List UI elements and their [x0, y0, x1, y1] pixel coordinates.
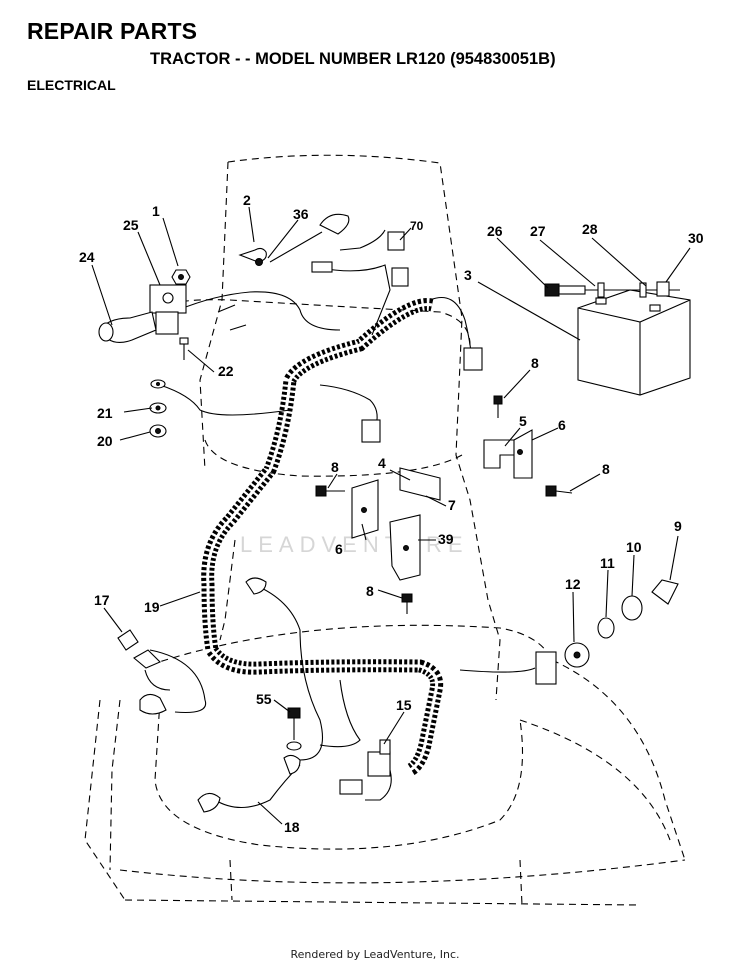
callout-70: 70	[410, 219, 424, 233]
callout-22: 22	[218, 363, 234, 379]
model-subtitle: TRACTOR - - MODEL NUMBER LR120 (95483005…	[150, 50, 556, 68]
callout-24: 24	[79, 249, 95, 265]
terminals-lower	[117, 577, 301, 813]
callout-20: 20	[97, 433, 113, 449]
washer-parts	[149, 379, 167, 438]
bolt-part-22	[179, 337, 189, 360]
brackets-5-6	[483, 429, 533, 479]
callout-36: 36	[293, 206, 309, 222]
watermark-text: LEADVENTURE	[240, 532, 469, 557]
connector-70	[311, 231, 409, 287]
section-label: ELECTRICAL	[27, 77, 116, 93]
callout-5: 5	[519, 413, 527, 429]
callout-6-b: 6	[335, 541, 343, 557]
ignition-switch-parts	[535, 579, 679, 685]
callout-25: 25	[123, 217, 139, 233]
harness-wires	[144, 229, 536, 809]
screws-8	[315, 395, 573, 614]
callout-15: 15	[396, 697, 412, 713]
switch-brackets-4-7-39	[351, 467, 441, 581]
boot-cover	[98, 311, 157, 343]
callout-55: 55	[256, 691, 272, 707]
callout-10: 10	[626, 539, 642, 555]
footer-credit: Rendered by LeadVenture, Inc.	[290, 948, 460, 961]
callout-12: 12	[565, 576, 581, 592]
callout-18: 18	[284, 819, 300, 835]
callout-21: 21	[97, 405, 113, 421]
callout-3: 3	[464, 267, 472, 283]
ground-terminals-top	[238, 213, 350, 266]
page-title: REPAIR PARTS	[27, 18, 198, 44]
tractor-outline	[84, 154, 686, 906]
callout-17: 17	[94, 592, 110, 608]
callout-8-b: 8	[602, 461, 610, 477]
connectors-mid	[361, 347, 483, 443]
callout-8-c: 8	[331, 459, 339, 475]
callout-6-a: 6	[558, 417, 566, 433]
ignition-solenoid	[149, 284, 187, 335]
bolt-55	[286, 707, 302, 751]
seat-switch-15	[339, 739, 391, 795]
callout-8-a: 8	[531, 355, 539, 371]
callout-28: 28	[582, 221, 598, 237]
battery-bolt-assembly	[544, 281, 680, 298]
callout-27: 27	[530, 223, 546, 239]
callout-1: 1	[152, 203, 160, 219]
callout-2: 2	[243, 192, 251, 208]
leader-lines	[91, 206, 691, 825]
callout-4: 4	[378, 455, 386, 471]
callout-30: 30	[688, 230, 704, 246]
coiled-harness	[201, 298, 444, 776]
callout-11: 11	[600, 555, 615, 571]
callout-39: 39	[438, 531, 454, 547]
nut-part-1	[171, 269, 191, 285]
battery	[577, 289, 691, 396]
callout-26: 26	[487, 223, 503, 239]
callout-9: 9	[674, 518, 682, 534]
callout-labels: 1 2 36 70 25 24 26 27 28 30 3 22 8 21 20…	[79, 192, 704, 835]
callout-7: 7	[448, 497, 456, 513]
callout-19: 19	[144, 599, 160, 615]
callout-8-d: 8	[366, 583, 374, 599]
